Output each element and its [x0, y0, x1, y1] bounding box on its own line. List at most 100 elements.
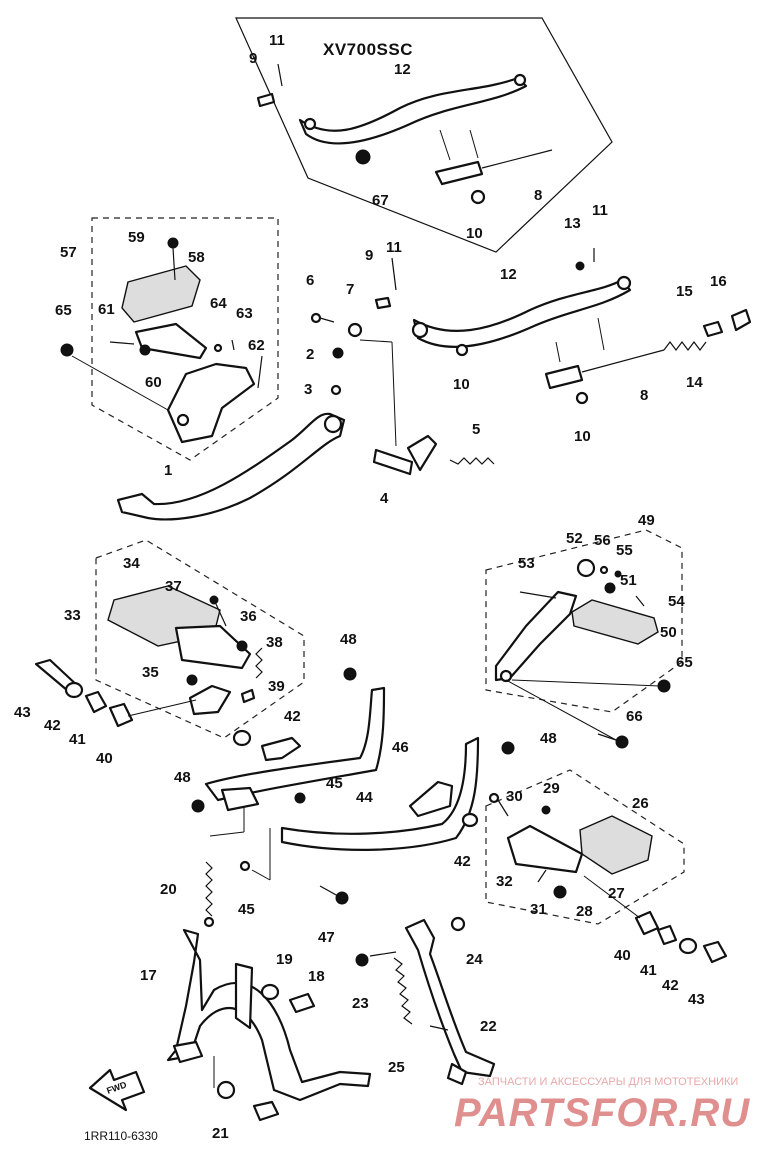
callout-41-left: 41: [69, 731, 86, 748]
callout-62: 62: [248, 337, 265, 354]
callout-10-middle: 10: [453, 376, 470, 393]
callout-30: 30: [506, 788, 523, 805]
callout-26: 26: [632, 795, 649, 812]
callout-22: 22: [480, 1018, 497, 1035]
footrest-bar-44: 48 44 42 47: [280, 730, 557, 946]
callout-63: 63: [236, 305, 253, 322]
brake-rod-clevis-8: [544, 364, 584, 390]
callout-10-inset: 10: [466, 225, 483, 242]
callout-18: 18: [308, 968, 325, 985]
callout-56: 56: [594, 532, 611, 549]
left-footrest-fasteners: 43 42 41 40 42: [14, 658, 301, 767]
callout-11-inset: 11: [269, 32, 285, 49]
watermark-brand: PARTSFOR.RU: [454, 1091, 750, 1135]
group-26-front-footrest-right: 30 29 26 32 31 28 27: [485, 769, 685, 925]
callout-17: 17: [140, 967, 157, 984]
footrest-rubber-27: [579, 815, 653, 875]
watermark-top-text: ЗАПЧАСТИ И АКСЕССУАРЫ ДЛЯ МОТОТЕХНИКИ: [478, 1076, 738, 1088]
callout-12-inset: 12: [394, 61, 411, 78]
callout-39: 39: [268, 678, 285, 695]
main-stand-assembly: 17 20 19 18 21: [140, 861, 372, 1142]
footrest-bracket-57: [166, 362, 256, 444]
callout-42-center: 42: [454, 853, 471, 870]
callout-23: 23: [352, 995, 369, 1012]
callout-59: 59: [128, 229, 145, 246]
callout-43-left: 43: [14, 704, 31, 721]
callout-60: 60: [145, 374, 162, 391]
callout-41-right: 41: [640, 962, 657, 979]
group-57-rear-footrest: 57 59 58 61 64 63 62 60 65: [55, 217, 279, 461]
fwd-arrow: FWD: [88, 1068, 146, 1112]
callout-5: 5: [472, 421, 480, 438]
callout-54: 54: [668, 593, 685, 610]
callout-53: 53: [518, 555, 535, 572]
callout-9: 9: [365, 247, 373, 264]
callout-1: 1: [164, 462, 172, 479]
callout-11: 11: [386, 239, 402, 256]
callout-31: 31: [530, 901, 547, 918]
callout-34: 34: [123, 555, 140, 572]
watermark: ЗАПЧАСТИ И АКСЕССУАРЫ ДЛЯ МОТОТЕХНИКИ PA…: [454, 1076, 750, 1135]
side-stand-assembly: 23 22 25: [352, 918, 497, 1086]
callout-58: 58: [188, 249, 205, 266]
callout-37: 37: [165, 578, 182, 595]
inset-xv700ssc: XV700SSC 9 11 12 67 8 10: [235, 17, 613, 253]
callout-51: 51: [620, 572, 637, 589]
callout-40-left: 40: [96, 750, 113, 767]
callout-43-right: 43: [688, 991, 705, 1008]
callout-8: 8: [640, 387, 648, 404]
model-title: XV700SSC: [323, 40, 413, 59]
callout-19: 19: [276, 951, 293, 968]
callout-32: 32: [496, 873, 513, 890]
callout-6: 6: [306, 272, 314, 289]
callout-42-left: 42: [44, 717, 61, 734]
callout-7: 7: [346, 281, 354, 298]
callout-45-bottom: 45: [238, 901, 255, 918]
brake-pedal-1: [116, 412, 346, 521]
footrest-bar-46: 48 46 48 45 45: [174, 631, 409, 918]
callout-47: 47: [318, 929, 335, 946]
callout-40-right: 40: [614, 947, 631, 964]
shaft-4: [372, 448, 414, 476]
callout-50: 50: [660, 624, 677, 641]
callout-9-inset: 9: [249, 50, 257, 67]
callout-55: 55: [616, 542, 633, 559]
right-footrest-fasteners: 40 41 42 43 24: [450, 875, 728, 1008]
callout-29: 29: [543, 780, 560, 797]
callout-49: 49: [638, 512, 655, 529]
callout-61: 61: [98, 301, 115, 318]
side-stand-22: [404, 918, 496, 1078]
callout-4: 4: [380, 490, 389, 507]
main-stand-17: [166, 928, 372, 1102]
callout-65-right: 65: [676, 654, 693, 671]
callout-44: 44: [356, 789, 373, 806]
callout-25: 25: [388, 1059, 405, 1076]
brake-pedal-assembly: 6 7 2 3 1 4 5: [116, 272, 495, 521]
footrest-bracket-49: [494, 590, 578, 682]
callout-21: 21: [212, 1125, 229, 1142]
callout-52: 52: [566, 530, 583, 547]
footrest-rubber-58: [121, 265, 201, 323]
callout-27: 27: [608, 885, 625, 902]
callout-20: 20: [160, 881, 177, 898]
callout-11-right: 11: [592, 202, 608, 219]
brake-rod-assembly: 9 11 12 13 11 15 16 14 8 10 10: [365, 202, 752, 445]
callout-67: 67: [372, 192, 389, 209]
group-49-rear-footrest-right: 49 52 56 55 53 51 54 50 65 66: [485, 512, 693, 749]
callout-48-left: 48: [174, 769, 191, 786]
callout-45-top: 45: [326, 775, 343, 792]
callout-8-inset: 8: [534, 187, 542, 204]
diagram-code: 1RR110-6330: [84, 1129, 158, 1143]
callout-35: 35: [142, 664, 159, 681]
footrest-rubber-50: [571, 599, 659, 645]
callout-16: 16: [710, 273, 727, 290]
callout-42-right: 42: [662, 977, 679, 994]
brake-rod-inset: [298, 76, 528, 145]
brake-rod-12: [412, 278, 632, 348]
callout-28: 28: [576, 903, 593, 920]
callout-10-right: 10: [574, 428, 591, 445]
callout-12: 12: [500, 266, 517, 283]
callout-14: 14: [686, 374, 703, 391]
callout-57: 57: [60, 244, 77, 261]
